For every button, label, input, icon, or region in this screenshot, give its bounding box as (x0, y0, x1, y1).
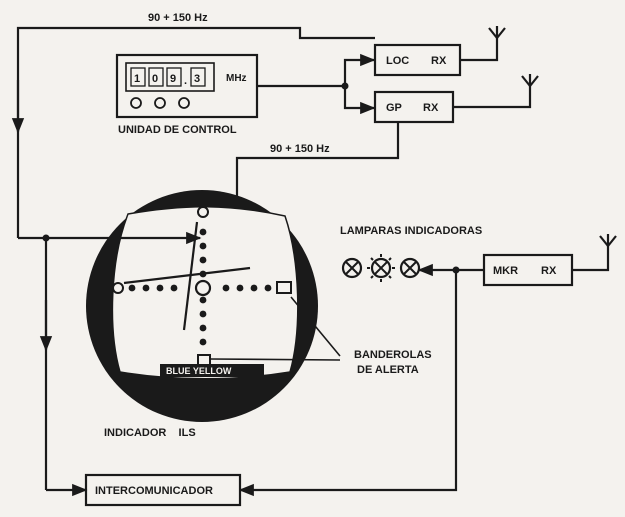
loc-receiver: LOC RX (373, 26, 506, 77)
digit-4: 3 (194, 73, 200, 85)
ils-indicator-label: INDICADOR ILS (104, 427, 196, 439)
mhz-label: MHz (226, 73, 247, 84)
gp-label: GP (386, 102, 402, 114)
marker-receiver: MKR RX (482, 234, 617, 287)
blue-yellow-label: BLUE YELLOW (166, 366, 232, 376)
lamp-x-icon (341, 257, 363, 279)
loc-signal-wire (11, 26, 375, 238)
marker-to-lamps-wire (238, 263, 484, 497)
freq-label-mid: 90 + 150 Hz (270, 143, 330, 155)
lamp-sun-icon (367, 254, 395, 282)
center-ring (194, 279, 212, 297)
loc-antenna-icon (488, 26, 506, 39)
trunk-to-indicator-wire (18, 231, 202, 490)
gp-receiver: GP RX (373, 74, 539, 124)
flag-callout-lines (209, 296, 341, 361)
gs-alert-flag (276, 281, 292, 294)
gp-antenna-icon (521, 74, 539, 87)
lamps-label: LAMPARAS INDICADORAS (340, 225, 482, 237)
mkr-label: MKR (493, 265, 518, 277)
knob-2[interactable] (154, 97, 166, 109)
gp-rx-label: RX (423, 102, 439, 114)
intercom: INTERCOMUNICADOR (84, 473, 242, 507)
top-ring (197, 206, 209, 218)
glideslope-scale-dots (128, 284, 272, 292)
lamp-x-icon (399, 257, 421, 279)
glideslope-needle (123, 266, 251, 285)
control-to-receivers-wire (257, 53, 376, 115)
ils-indicator: BLUE YELLOW (86, 190, 318, 422)
loc-alert-flag (197, 354, 211, 366)
loc-rx-label: RX (431, 55, 447, 67)
indicator-lamps (341, 254, 421, 282)
freq-label-top: 90 + 150 Hz (148, 12, 208, 24)
control-unit: 1 0 9 . 3 MHz (115, 53, 259, 119)
digit-2: 0 (152, 73, 158, 85)
knob-3[interactable] (178, 97, 190, 109)
digit-dot: . (184, 75, 187, 87)
control-unit-label: UNIDAD DE CONTROL (118, 124, 237, 136)
flags-label-1: BANDEROLAS (354, 349, 432, 361)
digit-1: 1 (134, 73, 140, 85)
mkr-rx-label: RX (541, 265, 557, 277)
flags-label-2: DE ALERTA (357, 364, 419, 376)
mkr-antenna-icon (599, 234, 617, 247)
loc-label: LOC (386, 55, 409, 67)
knob-1[interactable] (130, 97, 142, 109)
digit-3: 9 (170, 73, 176, 85)
intercom-label: INTERCOMUNICADOR (95, 485, 213, 497)
frequency-display: 1 0 9 . 3 (130, 67, 206, 87)
left-ring (112, 282, 124, 294)
